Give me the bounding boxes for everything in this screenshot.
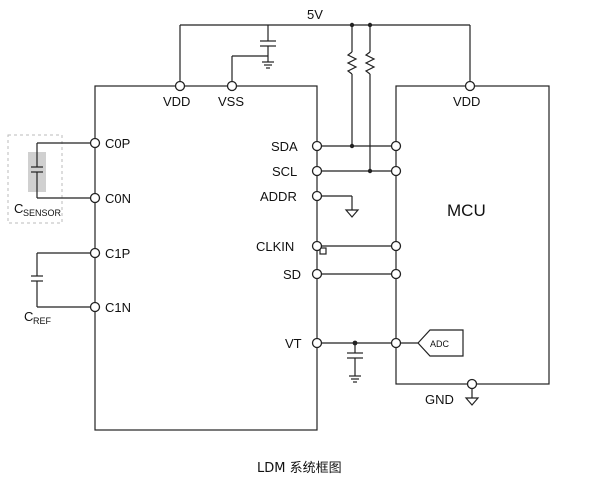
vss-ground-link xyxy=(231,55,268,86)
supply-rail: 5V xyxy=(179,7,471,86)
mcu-pin-clkin xyxy=(390,240,402,252)
supply-label: 5V xyxy=(307,7,323,22)
pin-clkin xyxy=(311,240,323,252)
mcu-pin-adc xyxy=(390,337,402,349)
pin-vss xyxy=(226,80,238,92)
adc-block: ADC xyxy=(417,329,464,357)
cref-label: C xyxy=(24,309,33,324)
pin-sda xyxy=(311,140,323,152)
pin-c1p xyxy=(89,247,101,259)
pin-scl xyxy=(311,165,323,177)
label-vdd: VDD xyxy=(163,94,190,109)
rail-decoupling-capacitor xyxy=(260,25,276,69)
pin-c1n xyxy=(89,301,101,313)
ldm-pin-labels: VDD VSS C0P C0N C1P C1N SDA SCL ADDR CLK… xyxy=(105,94,302,351)
csensor-label: C xyxy=(14,201,23,216)
ldm-pins xyxy=(89,80,323,349)
mcu-pins xyxy=(390,80,478,390)
signal-lines xyxy=(317,145,418,344)
label-c1n: C1N xyxy=(105,300,131,315)
mcu-vdd-label: VDD xyxy=(453,94,480,109)
label-scl: SCL xyxy=(272,164,297,179)
mcu-title: MCU xyxy=(447,201,486,220)
label-vt: VT xyxy=(285,336,302,351)
mcu-pin-vdd xyxy=(464,80,476,92)
mcu-pin-gnd xyxy=(466,378,478,390)
label-vss: VSS xyxy=(218,94,244,109)
pin-c0p xyxy=(89,137,101,149)
label-sd: SD xyxy=(283,267,301,282)
csensor-sub: SENSOR xyxy=(23,208,62,218)
diagram-caption: LDM 系统框图 xyxy=(257,461,342,476)
pin-vt xyxy=(311,337,323,349)
clkin-marker xyxy=(319,247,327,255)
label-c0n: C0N xyxy=(105,191,131,206)
mcu-gnd-label: GND xyxy=(425,392,454,407)
adc-label: ADC xyxy=(430,339,450,349)
mcu-pin-scl xyxy=(390,165,402,177)
cref-component: C REF xyxy=(24,252,95,326)
mcu-chip xyxy=(395,85,550,385)
pull-up-resistors xyxy=(346,22,376,174)
pin-addr xyxy=(311,190,323,202)
cref-sub: REF xyxy=(33,316,52,326)
label-addr: ADDR xyxy=(260,189,297,204)
mcu-pin-sd xyxy=(390,268,402,280)
pin-c0n xyxy=(89,192,101,204)
pin-sd xyxy=(311,268,323,280)
label-clkin: CLKIN xyxy=(256,239,294,254)
label-c1p: C1P xyxy=(105,246,130,261)
vt-filter-capacitor xyxy=(347,340,363,383)
csensor-component: C SENSOR xyxy=(7,134,95,224)
mcu-pin-sda xyxy=(390,140,402,152)
pin-vdd xyxy=(174,80,186,92)
label-sda: SDA xyxy=(271,139,298,154)
label-c0p: C0P xyxy=(105,136,130,151)
addr-ground xyxy=(317,195,360,218)
